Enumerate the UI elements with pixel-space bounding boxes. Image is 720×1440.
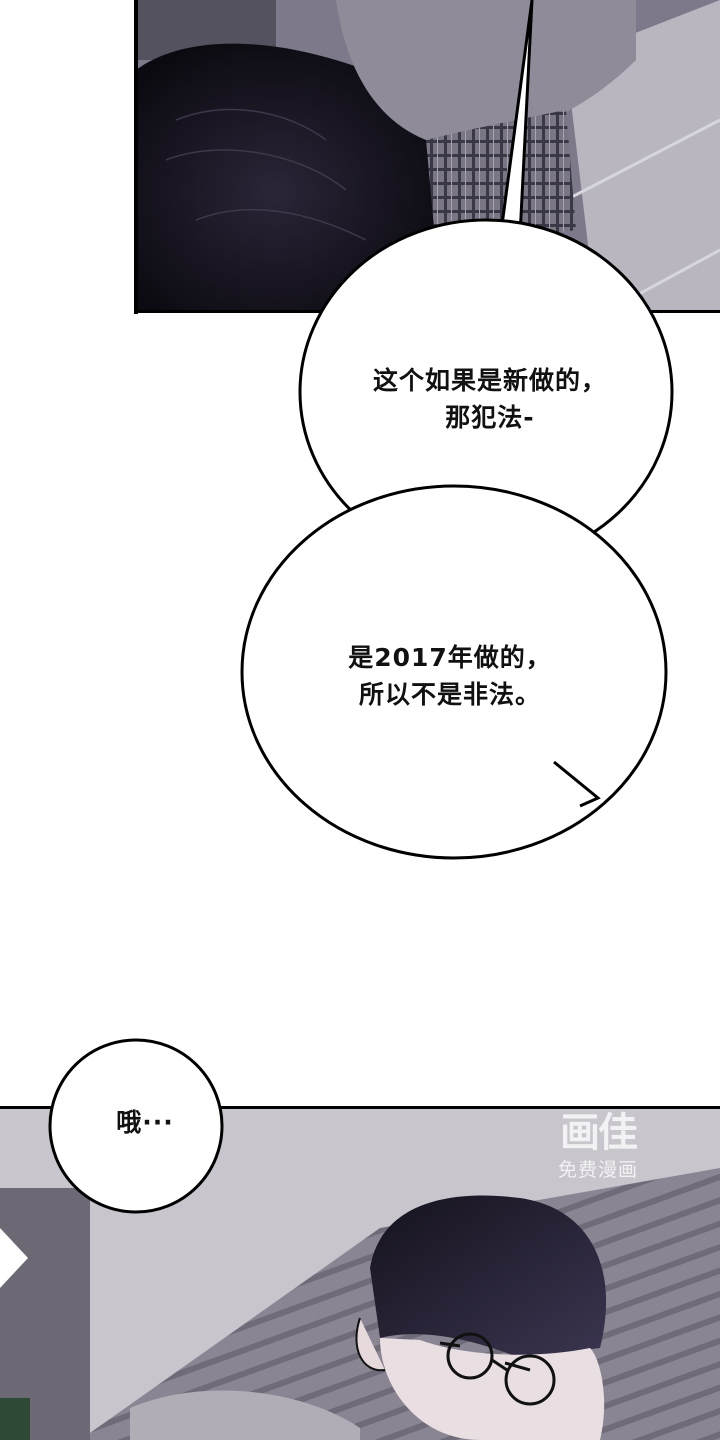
watermark-logo: 画佳 [560, 1110, 638, 1156]
speech-bubble-3 [48, 1038, 224, 1214]
watermark-subtitle: 免费漫画 [557, 1159, 638, 1181]
panel-bottom-border [0, 1106, 720, 1109]
speech-bubble-2-line-2: 所以不是非法。 [358, 680, 541, 709]
speech-bubble-2-tail [553, 760, 601, 808]
speech-bubble-1-tail [498, 0, 534, 242]
speech-bubble-1-line-2: 那犯法- [445, 403, 535, 432]
comic-panel-top [136, 0, 720, 312]
panel-top-art [136, 0, 720, 312]
speech-bubble-2-text: 是2017年做的， 所以不是非法。 [300, 639, 600, 713]
speech-bubble-2-line-1: 是2017年做的， [348, 643, 552, 672]
panel-top-border [134, 0, 138, 314]
watermark: 画佳 免费漫画 [536, 1108, 660, 1200]
speech-bubble-1-line-1: 这个如果是新做的， [372, 366, 607, 395]
speech-bubble-1-text: 这个如果是新做的， 那犯法- [330, 362, 650, 436]
speech-bubble-3-text: 哦··· [116, 1108, 174, 1137]
